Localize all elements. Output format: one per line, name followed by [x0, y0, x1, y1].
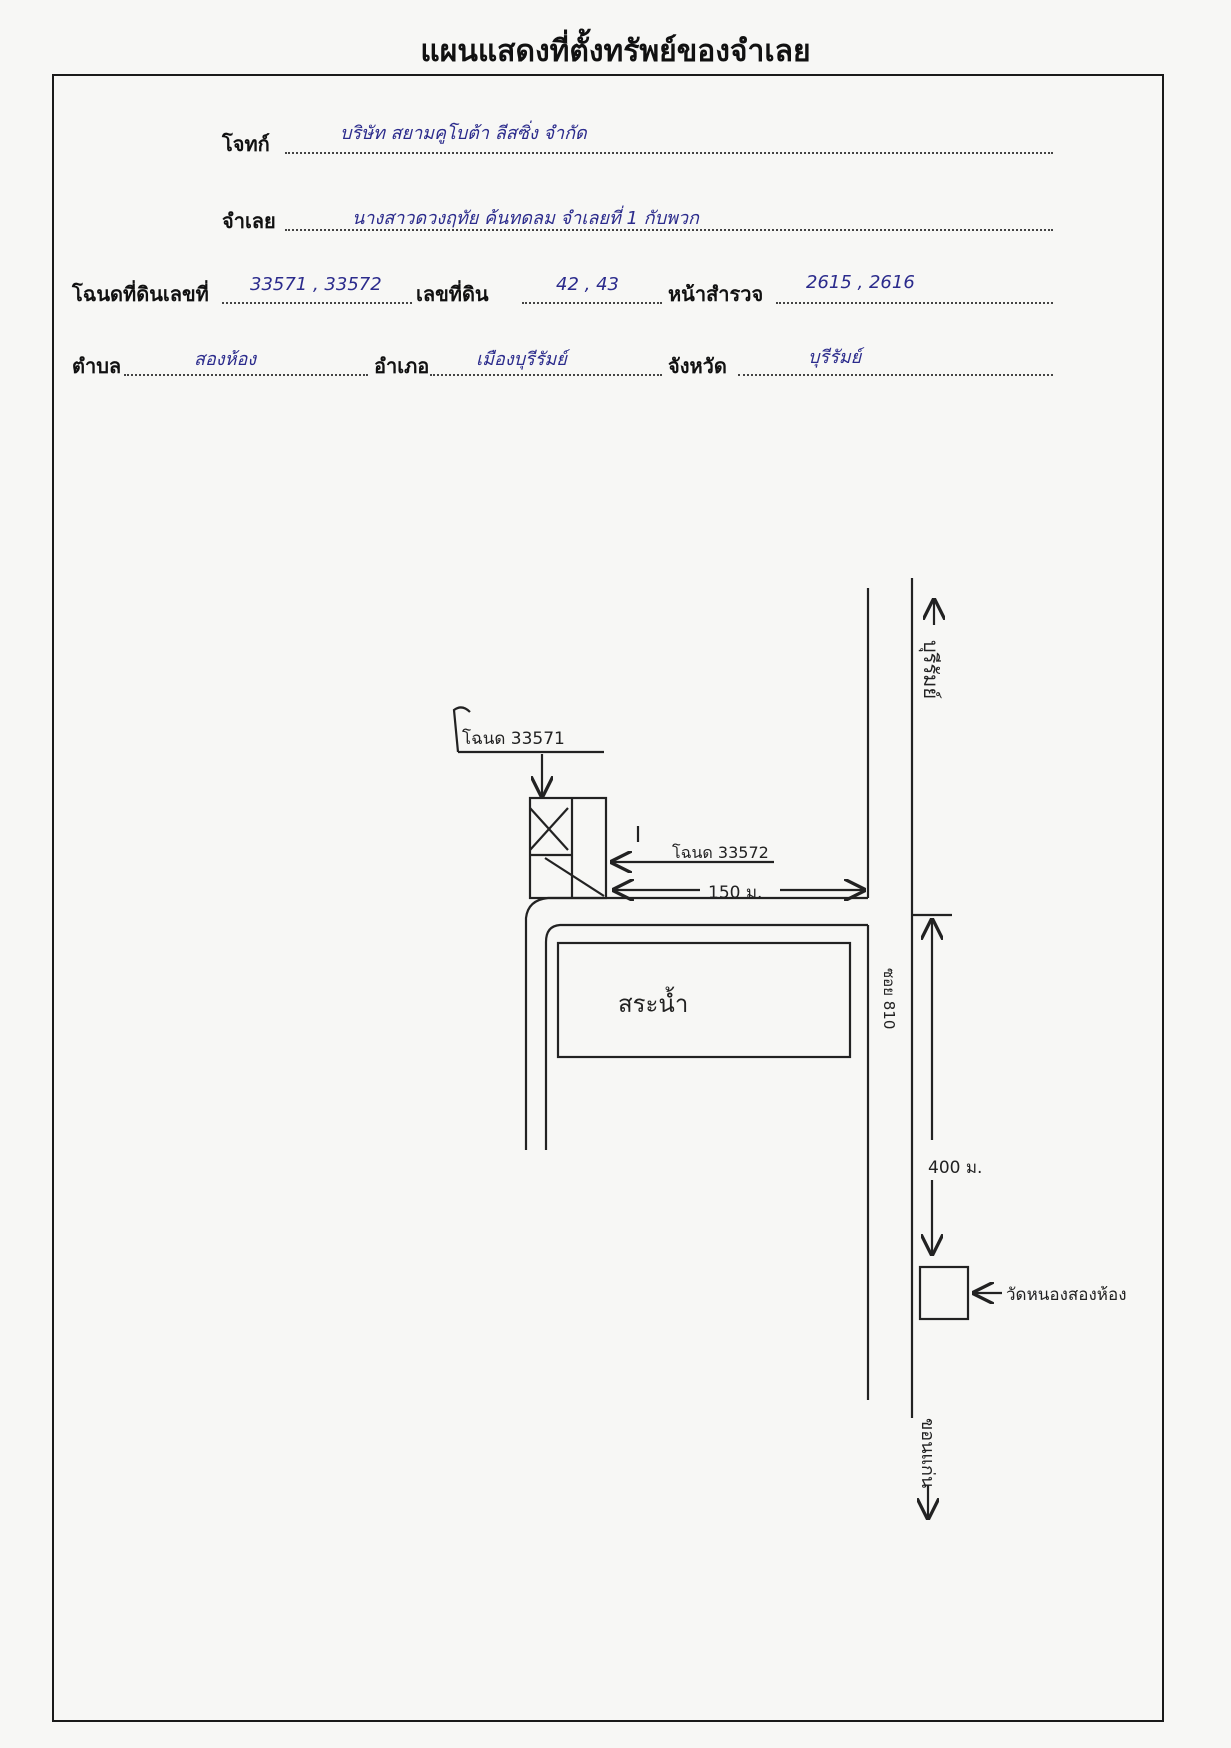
- soi-inner-edge: [544, 923, 868, 1150]
- province-value: บุรีรัมย์: [808, 347, 862, 368]
- deed-2-diagonal: [544, 857, 605, 897]
- province-label: จังหวัด: [668, 354, 727, 378]
- subdistrict-label: ตำบล: [72, 354, 122, 378]
- deed-2-label: โฉนด 33572: [672, 843, 769, 862]
- survey-page-dotted-line: [776, 302, 1053, 304]
- to-north-label: บุรีรัมย์: [918, 640, 943, 699]
- page-title: แผนแสดงที่ตั้งทรัพย์ของจำเลย: [420, 34, 811, 69]
- document-frame: [52, 74, 1164, 1722]
- deed-1-label: โฉนด 33571: [462, 728, 565, 749]
- plaintiff-dotted-line: [285, 152, 1053, 154]
- defendant-dotted-line: [285, 229, 1053, 231]
- deed-1-cross-b: [529, 807, 569, 851]
- plaintiff-label: โจทก์: [222, 132, 270, 156]
- dist-150-label: 150 ม.: [708, 883, 762, 903]
- district-label: อำเภอ: [374, 354, 430, 378]
- land-no-label: เลขที่ดิน: [416, 282, 489, 306]
- soi-outer-edge: [524, 896, 868, 1150]
- survey-page-value: 2615 , 2616: [806, 272, 915, 293]
- pond: [556, 941, 852, 1059]
- land-no-value: 42 , 43: [556, 274, 619, 295]
- defendant-value: นางสาวดวงฤทัย ค้นทดลม จำเลยที่ 1 กับพวก: [352, 208, 699, 229]
- deed-no-label: โฉนดที่ดินเลขที่: [72, 282, 209, 306]
- temple-box: [918, 1265, 970, 1321]
- soi-label: ซอย 810: [880, 968, 898, 1029]
- subdistrict-dotted-line: [124, 374, 368, 376]
- pond-label: สระน้ำ: [618, 986, 688, 1018]
- dist-400-label: 400 ม.: [928, 1158, 982, 1178]
- land-plot: [528, 796, 608, 900]
- district-dotted-line: [430, 374, 662, 376]
- deed-no-value: 33571 , 33572: [250, 274, 382, 295]
- subdistrict-value: สองห้อง: [194, 349, 257, 370]
- district-value: เมืองบุรีรัมย์: [476, 349, 567, 370]
- to-south-label: ขอนแก่น: [917, 1418, 938, 1488]
- plaintiff-value: บริษัท สยามคูโบต้า ลีสซิ่ง จำกัด: [340, 123, 587, 144]
- deed-1-leader: [452, 706, 471, 753]
- temple-label: วัดหนองสองห้อง: [1006, 1285, 1127, 1305]
- survey-page-label: หน้าสำรวจ: [668, 282, 764, 306]
- deed-no-dotted-line: [222, 302, 412, 304]
- defendant-label: จำเลย: [222, 209, 276, 233]
- province-dotted-line: [738, 374, 1053, 376]
- land-no-dotted-line: [522, 302, 662, 304]
